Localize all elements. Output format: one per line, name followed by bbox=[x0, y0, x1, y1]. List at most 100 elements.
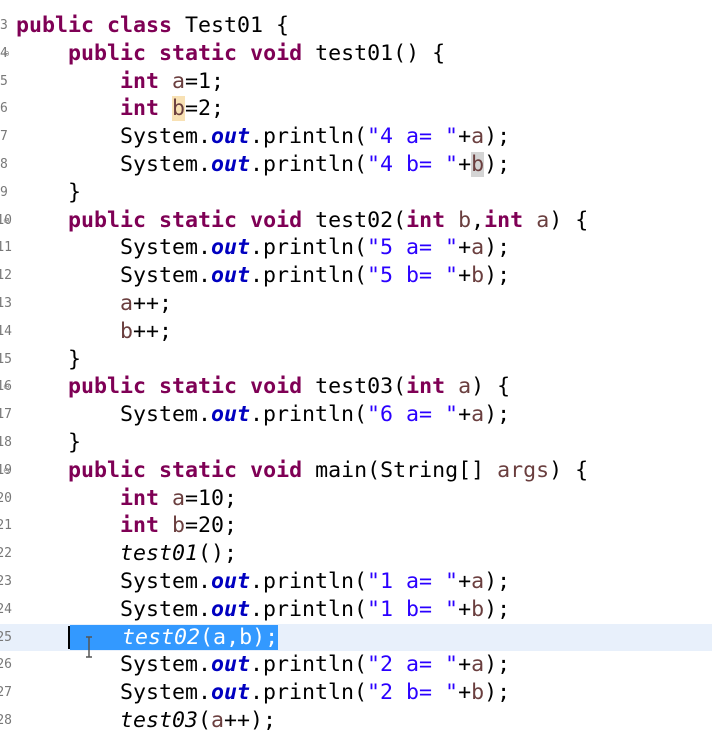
code-token: main(String[] bbox=[302, 457, 498, 483]
code-text[interactable]: test02(a,b); bbox=[70, 624, 279, 651]
code-line[interactable]: 24 System.out.println("1 b= "+b); bbox=[0, 596, 712, 623]
line-number: 24 bbox=[0, 601, 12, 617]
code-text[interactable]: } bbox=[68, 346, 81, 373]
code-text[interactable]: public class Test01 { bbox=[16, 12, 289, 39]
code-line[interactable]: 15} bbox=[0, 346, 712, 373]
line-number: 15 bbox=[0, 351, 12, 367]
code-text[interactable]: System.out.println("4 b= "+b); bbox=[120, 151, 510, 178]
code-text[interactable]: System.out.println("5 a= "+a); bbox=[120, 234, 510, 261]
variable: a bbox=[471, 569, 485, 594]
code-token: =1; bbox=[185, 68, 225, 94]
keyword: static bbox=[159, 374, 238, 400]
code-token: ); bbox=[484, 680, 511, 706]
code-line[interactable]: 21 int b=20; bbox=[0, 512, 712, 539]
static-field: out bbox=[211, 263, 251, 289]
code-line[interactable]: 18} bbox=[0, 429, 712, 456]
code-text[interactable]: System.out.println("1 b= "+b); bbox=[120, 596, 510, 623]
static-field: out bbox=[211, 402, 251, 428]
code-token: ); bbox=[484, 569, 511, 594]
line-number: 25 bbox=[0, 629, 12, 645]
code-text[interactable]: System.out.println("2 b= "+b); bbox=[120, 679, 510, 706]
line-number: 21 bbox=[0, 518, 12, 534]
code-token bbox=[237, 208, 250, 233]
code-text[interactable]: int a=1; bbox=[120, 68, 224, 95]
code-token: + bbox=[458, 235, 472, 261]
code-token: .println( bbox=[250, 596, 368, 622]
code-token: ); bbox=[484, 124, 511, 150]
code-text[interactable]: System.out.println("1 a= "+a); bbox=[120, 568, 510, 595]
code-token: System. bbox=[120, 680, 212, 706]
code-text[interactable]: int a=10; bbox=[120, 485, 237, 512]
code-text[interactable]: a++; bbox=[120, 290, 172, 317]
keyword: public bbox=[16, 13, 95, 38]
code-text[interactable]: test01(); bbox=[120, 540, 237, 567]
code-line[interactable]: 4⊖public static void test01() { bbox=[0, 40, 712, 67]
code-line[interactable]: 25 test02(a,b); bbox=[0, 623, 712, 651]
code-text[interactable]: b++; bbox=[120, 318, 172, 345]
code-text[interactable]: } bbox=[68, 429, 81, 456]
line-number: 19 bbox=[0, 462, 12, 478]
code-text[interactable]: public static void test03(int a) { bbox=[68, 373, 510, 400]
code-text[interactable]: System.out.println("6 a= "+a); bbox=[120, 401, 510, 428]
code-token bbox=[445, 374, 458, 399]
code-text[interactable]: int b=20; bbox=[120, 512, 237, 539]
fold-toggle-icon[interactable]: ⊖ bbox=[3, 465, 10, 475]
code-token: .println( bbox=[250, 402, 368, 428]
code-token: =20; bbox=[185, 513, 238, 539]
keyword: void bbox=[250, 40, 303, 66]
code-token: =2; bbox=[185, 96, 225, 122]
variable: a bbox=[172, 68, 186, 94]
code-token: .println( bbox=[250, 235, 368, 261]
fold-toggle-icon[interactable]: ⊖ bbox=[3, 382, 10, 392]
variable: a bbox=[172, 485, 186, 511]
code-line[interactable]: 7 System.out.println("4 a= "+a); bbox=[0, 123, 712, 150]
code-token: + bbox=[458, 652, 472, 678]
code-text[interactable]: test03(a++); bbox=[120, 707, 276, 734]
code-line[interactable]: 19⊖ public static void main(String[] args… bbox=[0, 457, 712, 484]
variable: b bbox=[471, 680, 485, 706]
variable: b bbox=[471, 596, 485, 622]
code-text[interactable]: System.out.println("4 a= "+a); bbox=[120, 123, 510, 150]
fold-toggle-icon[interactable]: ⊖ bbox=[3, 215, 10, 225]
code-line[interactable]: 10⊖public static void test02(int b,int a… bbox=[0, 207, 712, 234]
variable: b bbox=[471, 263, 485, 289]
code-line[interactable]: 16⊖public static void test03(int a) { bbox=[0, 373, 712, 400]
code-token bbox=[237, 458, 250, 483]
keyword: static bbox=[159, 40, 238, 66]
code-text[interactable]: public static void main(String[] args) { bbox=[68, 457, 588, 484]
keyword: public bbox=[68, 457, 147, 483]
code-line[interactable]: 9} bbox=[0, 179, 712, 206]
code-text[interactable]: public static void test01() { bbox=[68, 40, 445, 67]
code-token: ++; bbox=[133, 318, 173, 344]
keyword: static bbox=[159, 457, 238, 483]
code-token: test02( bbox=[302, 207, 407, 233]
code-text[interactable]: System.out.println("2 a= "+a); bbox=[120, 651, 510, 678]
code-text[interactable]: } bbox=[68, 179, 81, 206]
keyword: void bbox=[250, 457, 303, 483]
fold-toggle-icon[interactable]: ⊖ bbox=[3, 48, 10, 58]
variable: b bbox=[120, 318, 134, 344]
code-text[interactable]: int b=2; bbox=[120, 95, 224, 122]
line-number: 7 bbox=[0, 129, 8, 145]
code-text[interactable]: public static void test02(int b,int a) { bbox=[68, 207, 588, 234]
variable-occurrence: b bbox=[471, 152, 485, 177]
code-text[interactable]: System.out.println("5 b= "+b); bbox=[120, 262, 510, 289]
static-field: out bbox=[211, 152, 251, 177]
code-token: ++); bbox=[224, 708, 277, 733]
